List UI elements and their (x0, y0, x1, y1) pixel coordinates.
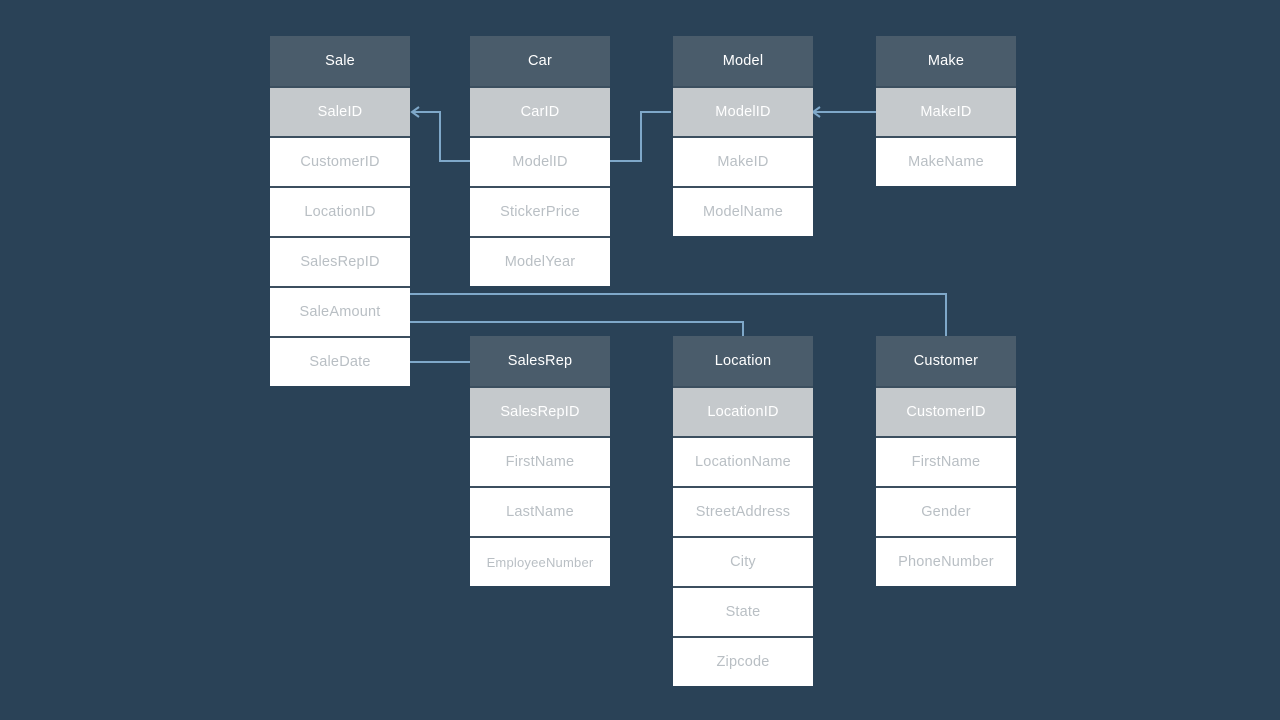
field-car-3[interactable]: ModelYear (470, 236, 610, 286)
primary-key-field-make-0[interactable]: MakeID (876, 86, 1016, 136)
field-sale-1[interactable]: CustomerID (270, 136, 410, 186)
field-location-3[interactable]: City (673, 536, 813, 586)
field-salesrep-2[interactable]: LastName (470, 486, 610, 536)
connector-sale-to-location (410, 321, 744, 336)
primary-key-field-model-0[interactable]: ModelID (673, 86, 813, 136)
field-location-2[interactable]: StreetAddress (673, 486, 813, 536)
field-model-1[interactable]: MakeID (673, 136, 813, 186)
field-make-1[interactable]: MakeName (876, 136, 1016, 186)
connector-sale-to-customer (410, 293, 947, 336)
field-customer-2[interactable]: Gender (876, 486, 1016, 536)
table-title-make: Make (876, 36, 1016, 86)
table-title-model: Model (673, 36, 813, 86)
table-title-customer: Customer (876, 336, 1016, 386)
field-sale-3[interactable]: SalesRepID (270, 236, 410, 286)
field-sale-2[interactable]: LocationID (270, 186, 410, 236)
primary-key-field-car-0[interactable]: CarID (470, 86, 610, 136)
field-location-5[interactable]: Zipcode (673, 636, 813, 686)
table-title-car: Car (470, 36, 610, 86)
connector-car-to-model (610, 111, 671, 162)
field-customer-3[interactable]: PhoneNumber (876, 536, 1016, 586)
field-car-1[interactable]: ModelID (470, 136, 610, 186)
table-title-location: Location (673, 336, 813, 386)
field-location-4[interactable]: State (673, 586, 813, 636)
field-car-2[interactable]: StickerPrice (470, 186, 610, 236)
field-model-2[interactable]: ModelName (673, 186, 813, 236)
field-location-1[interactable]: LocationName (673, 436, 813, 486)
connector-arrowhead (811, 106, 821, 118)
primary-key-field-salesrep-0[interactable]: SalesRepID (470, 386, 610, 436)
table-title-salesrep: SalesRep (470, 336, 610, 386)
field-salesrep-3[interactable]: EmployeeNumber (470, 536, 610, 586)
field-salesrep-1[interactable]: FirstName (470, 436, 610, 486)
connector-car-to-sale (410, 106, 470, 162)
primary-key-field-location-0[interactable]: LocationID (673, 386, 813, 436)
primary-key-field-sale-0[interactable]: SaleID (270, 86, 410, 136)
field-sale-4[interactable]: SaleAmount (270, 286, 410, 336)
table-title-sale: Sale (270, 36, 410, 86)
field-customer-1[interactable]: FirstName (876, 436, 1016, 486)
connector-arrowhead (410, 106, 420, 118)
primary-key-field-customer-0[interactable]: CustomerID (876, 386, 1016, 436)
connector-make-to-model (811, 106, 876, 118)
field-sale-5[interactable]: SaleDate (270, 336, 410, 386)
